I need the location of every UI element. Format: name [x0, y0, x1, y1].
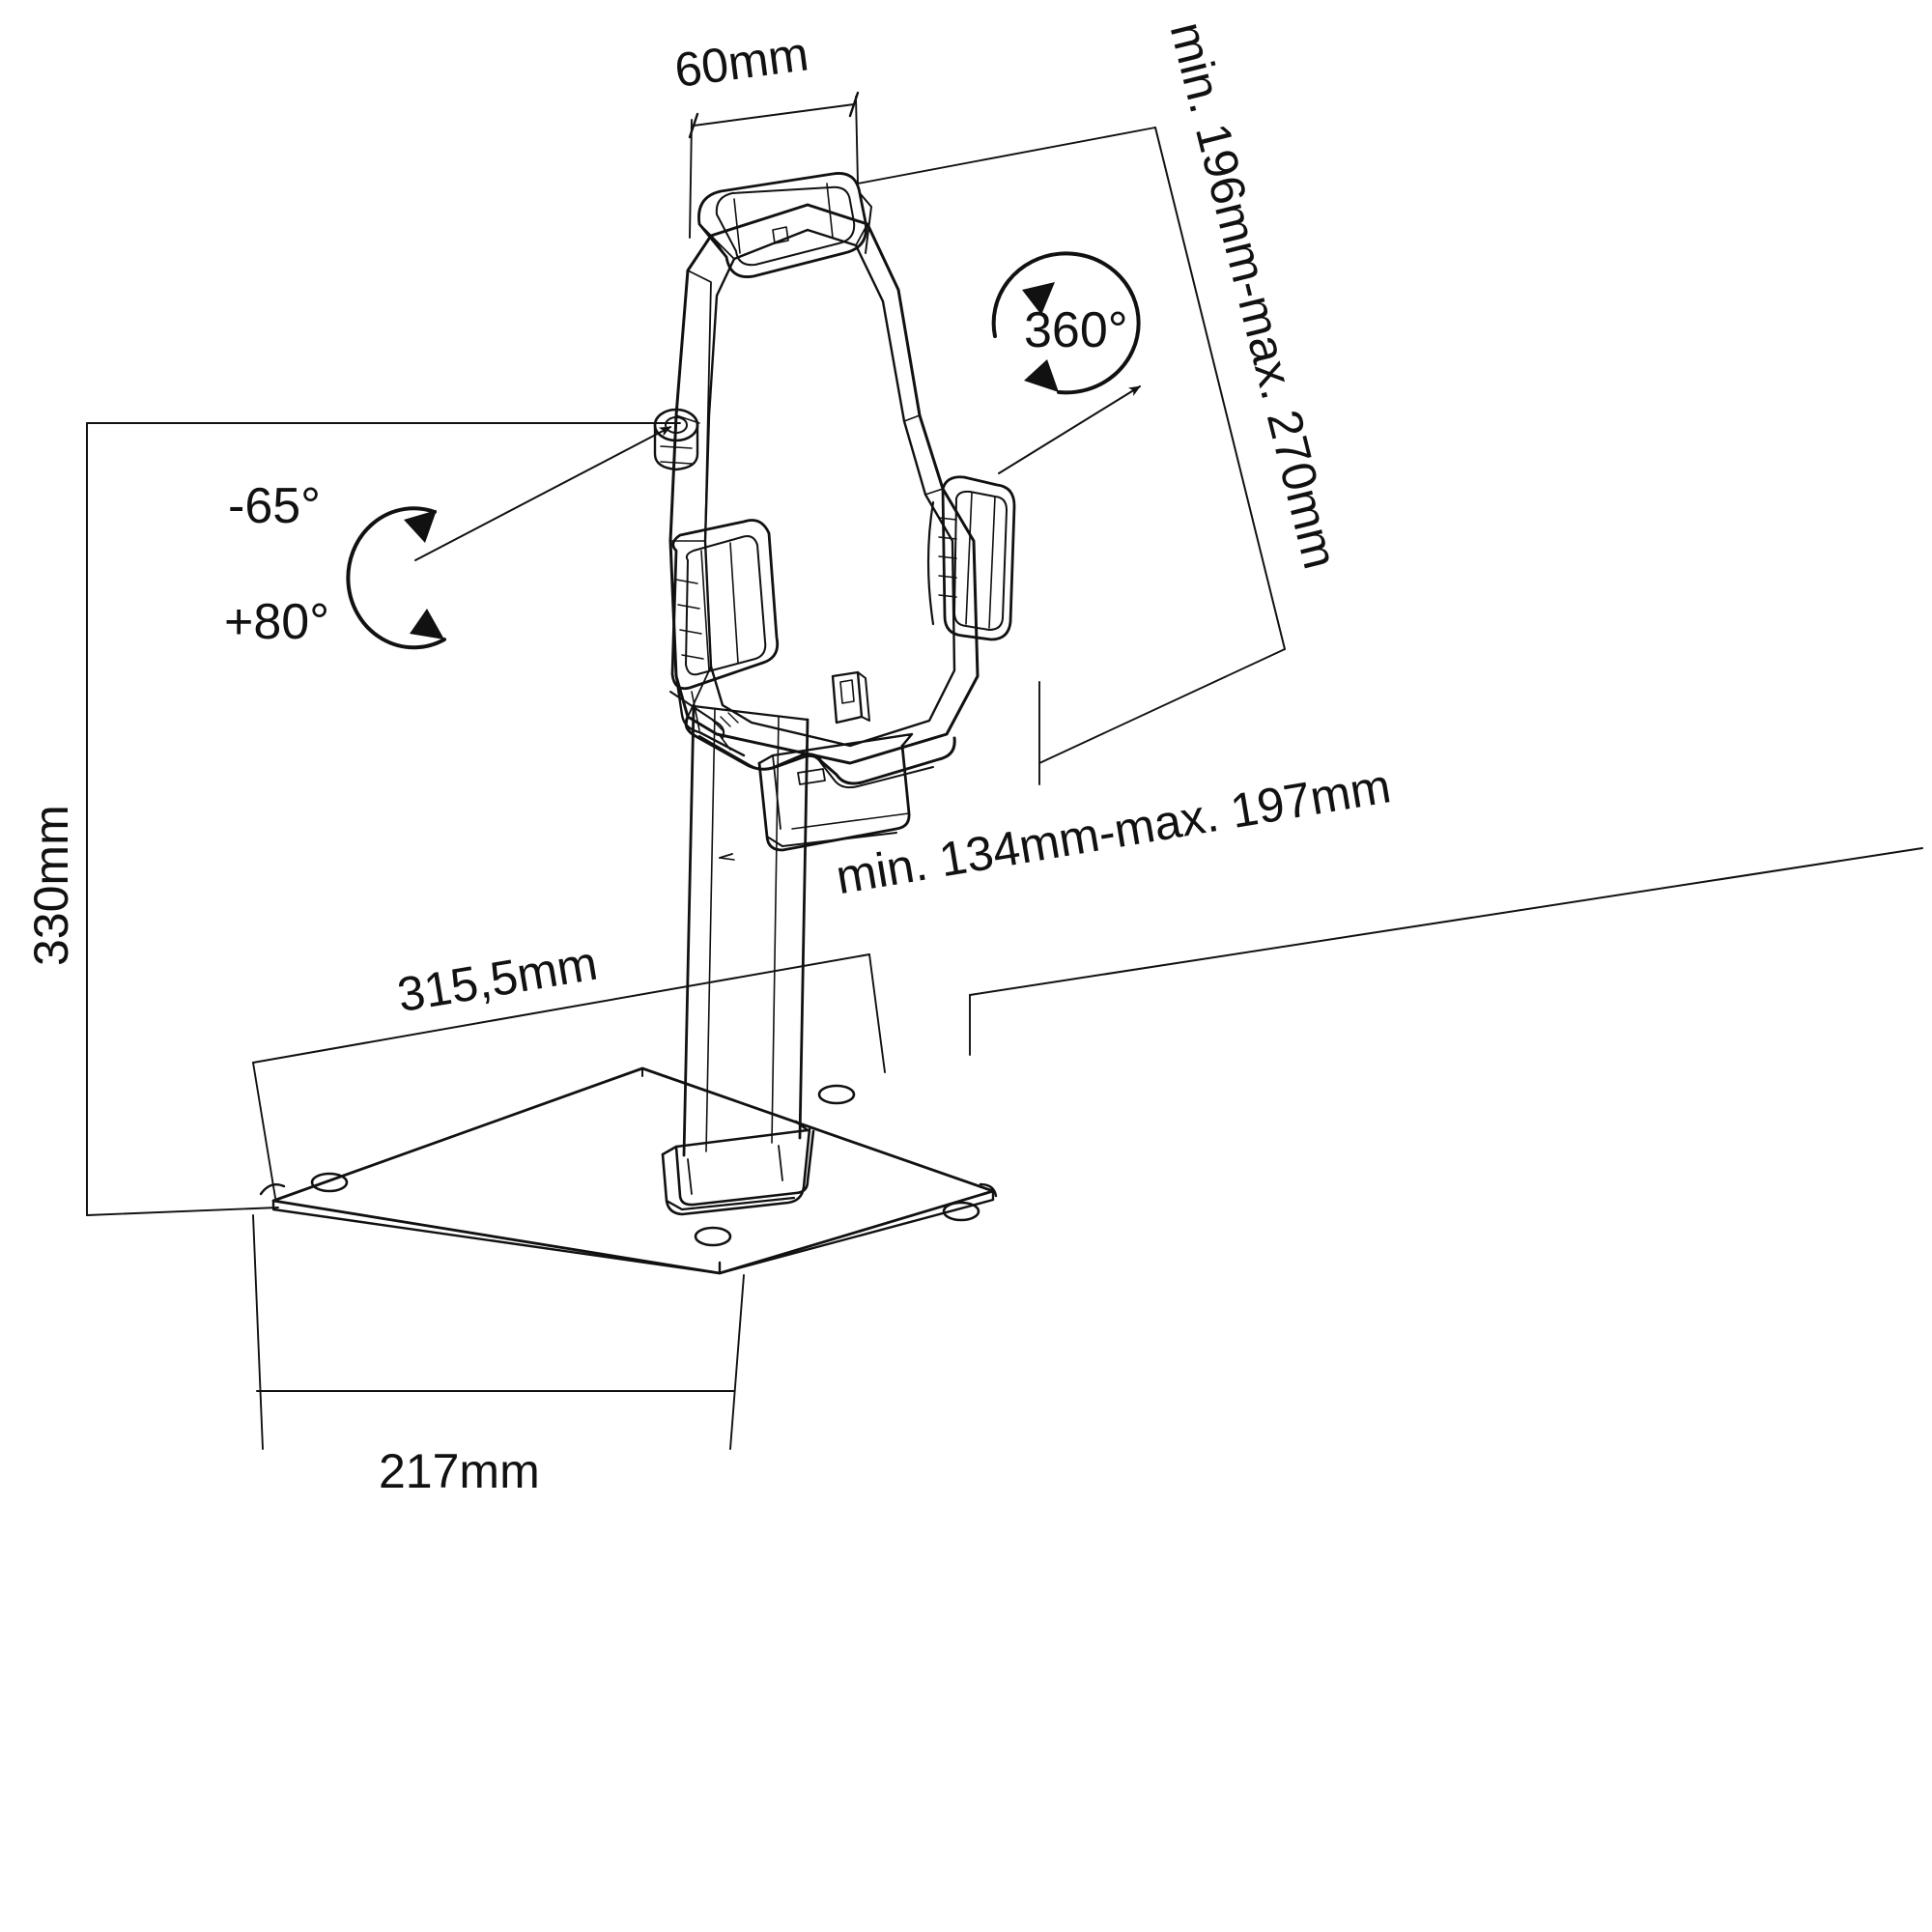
ext-217-right: [729, 1274, 745, 1450]
dim-196: [1154, 127, 1286, 650]
right-side-clamp: [926, 475, 1016, 641]
column-pole: [682, 704, 810, 1157]
stand-geometry: [259, 172, 1016, 1275]
ext-330-bottom: [86, 1207, 279, 1216]
ext-196-top: [857, 127, 1156, 185]
base-plate: [259, 1066, 998, 1275]
cradle-latch: [797, 768, 826, 785]
dim-3155: [252, 953, 870, 1064]
dimension-lines: [86, 91, 1923, 1450]
ext-196-bottom: [1038, 648, 1286, 764]
dim-60: [693, 103, 855, 127]
leader-360: [998, 385, 1141, 474]
tilt-arc-icon: [346, 506, 446, 650]
ext-134-a: [719, 853, 733, 859]
ext-60-left: [689, 119, 693, 239]
leader-tilt: [414, 426, 671, 561]
angle-label-minus-65: -65°: [228, 478, 321, 534]
top-clamp-arm: [697, 172, 872, 278]
ext-217-left: [252, 1214, 264, 1450]
tilt-pivot-knob: [653, 408, 699, 471]
ext-60-right: [855, 96, 859, 185]
bottom-clamp-cradle: [669, 670, 956, 852]
column-base-cover: [661, 1120, 815, 1216]
ext-3155-right: [868, 953, 886, 1073]
ext-3155-left: [252, 1062, 276, 1199]
left-side-clamp: [670, 519, 780, 691]
dim-134: [969, 847, 1923, 996]
dim-label-217mm: 217mm: [379, 1444, 540, 1498]
angle-label-plus-80: +80°: [224, 594, 330, 650]
dim-label-330mm: 330mm: [24, 805, 78, 966]
angle-label-360: 360°: [1024, 302, 1128, 358]
rotation-360-icon: [991, 251, 1141, 395]
